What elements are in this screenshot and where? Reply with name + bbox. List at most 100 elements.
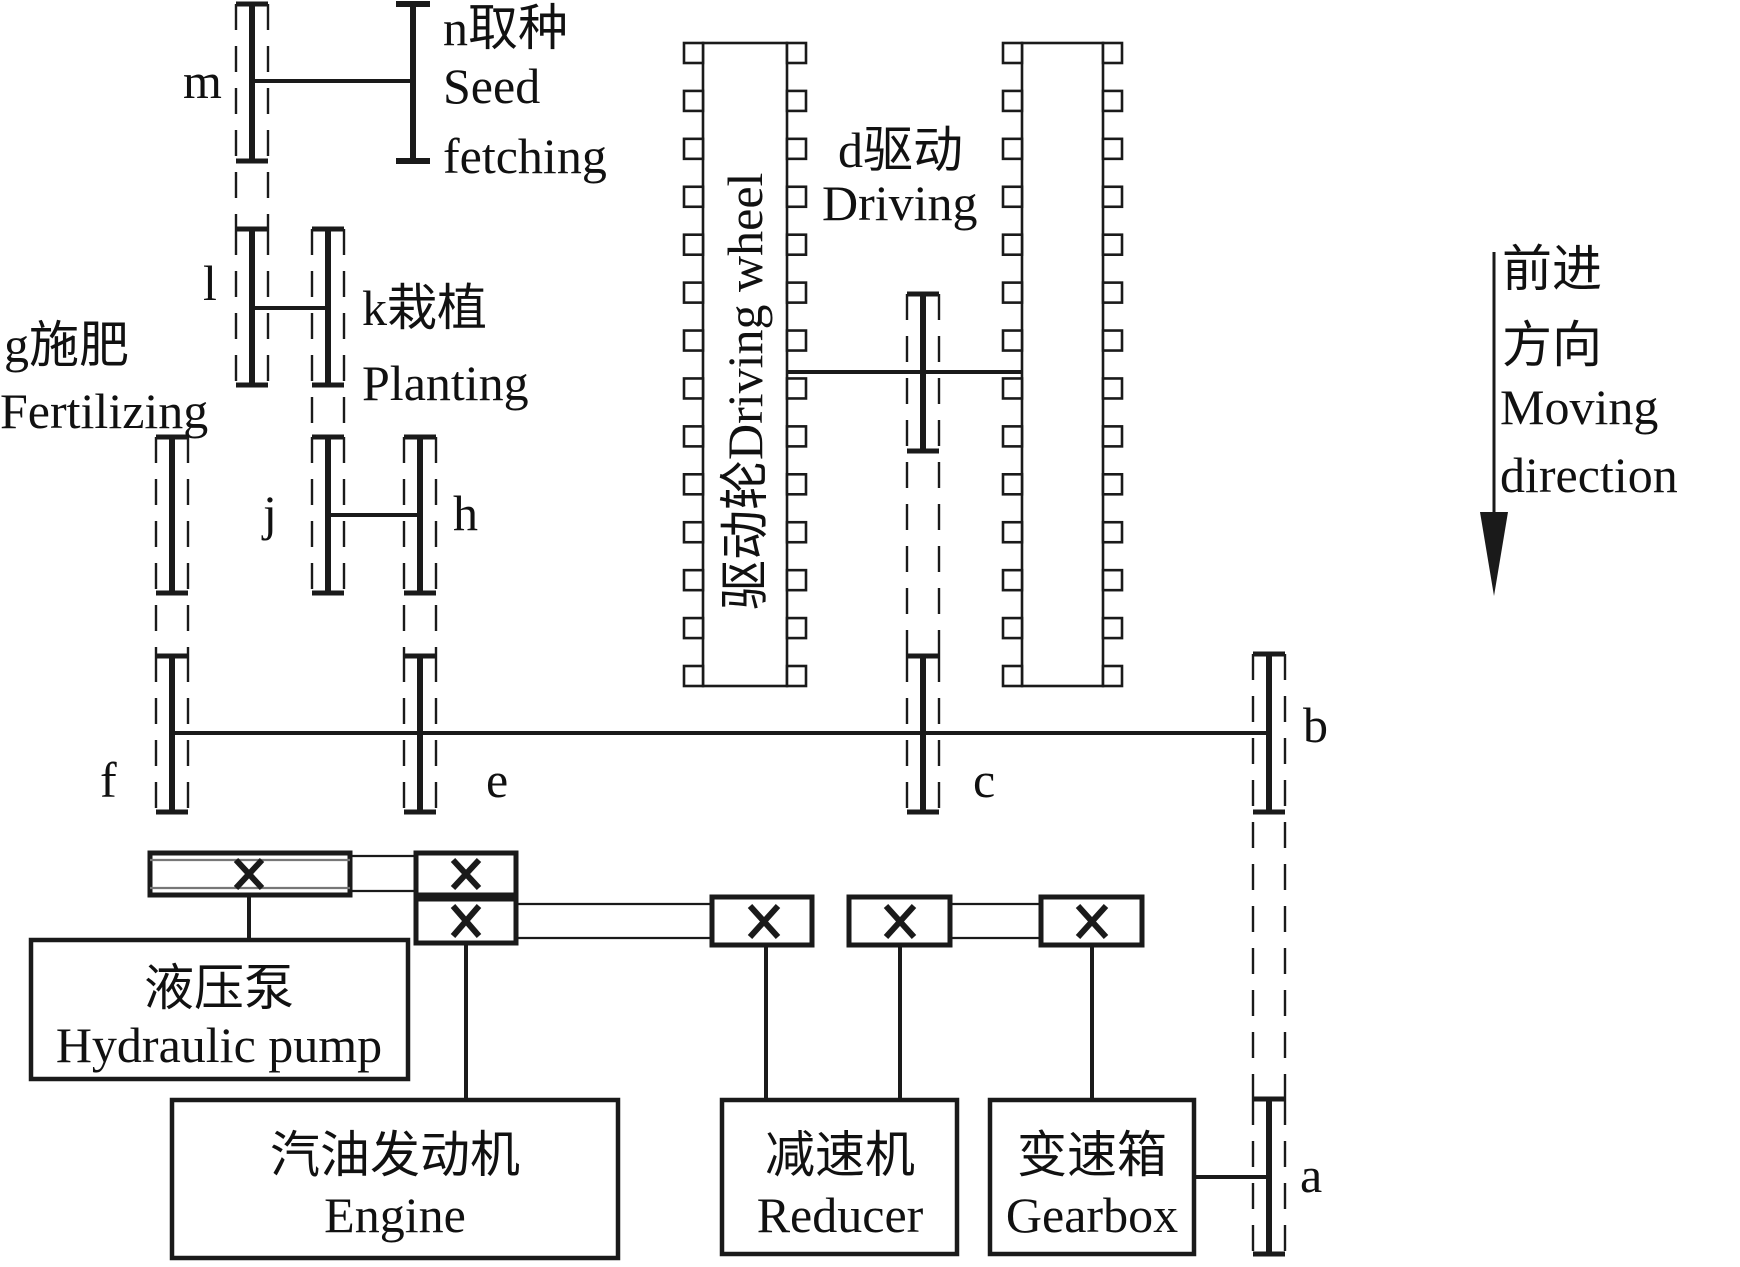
wheel-tooth xyxy=(1001,281,1024,304)
reducer-zh: 减速机 xyxy=(765,1127,915,1183)
wheel-tooth xyxy=(785,137,808,161)
gearbox-en: Gearbox xyxy=(1006,1187,1178,1243)
wheel-tooth xyxy=(682,568,705,592)
wheel-tooth xyxy=(1101,137,1124,161)
wheel-tooth xyxy=(1101,425,1124,448)
wheel-tooth xyxy=(1001,616,1024,640)
wheel-tooth xyxy=(1101,185,1124,209)
gearbox-zh: 变速箱 xyxy=(1017,1127,1167,1183)
wheel-tooth xyxy=(1101,568,1124,592)
hydraulic-pump-box: 液压泵 Hydraulic pump xyxy=(28,937,411,1082)
wheel-tooth xyxy=(1101,89,1124,113)
wheel-tooth xyxy=(1101,281,1124,304)
gear-m xyxy=(234,1,270,232)
moving-direction-en-1: Moving xyxy=(1500,379,1658,435)
gear-label-j: j xyxy=(261,485,277,541)
wheel-body xyxy=(701,41,789,688)
wheel-tooth xyxy=(785,377,808,400)
wheel-tooth xyxy=(1001,329,1024,352)
moving-direction-arrow-icon xyxy=(1480,252,1508,596)
fertilizing-label-zh: g施肥 xyxy=(4,317,129,373)
gearbox-input-pulley xyxy=(1038,894,1145,948)
wheel-tooth xyxy=(682,616,705,640)
wheel-tooth xyxy=(1001,185,1024,209)
gear-label-f: f xyxy=(100,752,117,808)
fertilizing-label-en: Fertilizing xyxy=(0,383,208,439)
gear-k xyxy=(310,226,346,440)
wheel-tooth xyxy=(682,473,705,496)
reducer-output-pulley xyxy=(846,894,953,948)
wheel-tooth xyxy=(1001,377,1024,400)
driving-wheel-label: 驱动轮Driving wheel xyxy=(717,173,773,610)
wheel-tooth xyxy=(682,41,705,65)
gear-label-a: a xyxy=(1300,1147,1322,1203)
wheel-tooth xyxy=(785,185,808,209)
gear-label-c: c xyxy=(973,752,995,808)
wheel-tooth xyxy=(682,520,705,544)
wheel-tooth xyxy=(785,41,808,65)
wheel-tooth xyxy=(682,137,705,161)
wheel-tooth xyxy=(682,281,705,304)
planting-label-zh: k栽植 xyxy=(362,280,487,336)
engine-en: Engine xyxy=(324,1187,466,1243)
seed-fetching-label-en-1: Seed xyxy=(443,58,540,114)
wheel-tooth xyxy=(1101,520,1124,544)
gear-group xyxy=(154,1,1287,1257)
wheel-tooth xyxy=(1001,137,1024,161)
seed-fetching-label-en-2: fetching xyxy=(443,128,607,184)
wheel-tooth xyxy=(1101,473,1124,496)
driving-wheel-right xyxy=(1001,41,1124,688)
wheel-tooth xyxy=(785,473,808,496)
wheel-tooth xyxy=(1001,520,1024,544)
wheel-tooth xyxy=(785,89,808,113)
wheel-tooth xyxy=(682,329,705,352)
wheel-tooth xyxy=(1001,233,1024,256)
engine-pulley-upper xyxy=(413,850,519,898)
wheel-tooth xyxy=(682,89,705,113)
engine-box: 汽油发动机 Engine xyxy=(169,1097,621,1261)
wheel-tooth xyxy=(682,185,705,209)
wheel-tooth xyxy=(1001,568,1024,592)
wheel-tooth xyxy=(682,664,705,688)
wheel-tooth xyxy=(682,377,705,400)
driving-wheel-left xyxy=(682,41,808,688)
wheel-tooth xyxy=(1001,425,1024,448)
wheel-tooth xyxy=(1101,616,1124,640)
reducer-box: 减速机 Reducer xyxy=(719,1097,960,1257)
wheel-tooth xyxy=(1001,41,1024,65)
reducer-en: Reducer xyxy=(757,1187,924,1243)
pump-pulley xyxy=(147,850,353,898)
wheel-tooth xyxy=(1001,89,1024,113)
planting-label-en: Planting xyxy=(362,355,529,411)
hydraulic-pump-zh: 液压泵 xyxy=(144,960,294,1016)
gear-label-e: e xyxy=(486,752,508,808)
engine-zh: 汽油发动机 xyxy=(270,1127,520,1183)
gear-h xyxy=(402,434,438,659)
wheel-tooth xyxy=(1101,41,1124,65)
wheel-tooth xyxy=(1101,329,1124,352)
seed-fetching-label-zh: n取种 xyxy=(443,0,568,56)
wheel-tooth xyxy=(1101,233,1124,256)
wheel-tooth xyxy=(1001,473,1024,496)
wheel-tooth xyxy=(682,233,705,256)
gear-label-b: b xyxy=(1303,697,1328,753)
wheel-tooth xyxy=(785,616,808,640)
moving-direction-zh-2: 方向 xyxy=(1502,317,1602,373)
moving-direction-en-2: direction xyxy=(1500,447,1678,503)
wheel-body xyxy=(1020,41,1105,688)
gear-label-l: l xyxy=(203,255,217,311)
wheel-tooth xyxy=(785,329,808,352)
gear-label-m: m xyxy=(183,53,222,109)
driving-label-en: Driving xyxy=(822,175,978,231)
gear-label-h: h xyxy=(453,485,478,541)
wheel-tooth xyxy=(785,425,808,448)
wheel-tooth xyxy=(785,520,808,544)
wheel-tooth xyxy=(785,664,808,688)
engine-pulley-lower xyxy=(413,896,519,946)
wheel-tooth xyxy=(1101,664,1124,688)
driving-label-zh: d驱动 xyxy=(838,122,963,178)
wheel-tooth xyxy=(682,425,705,448)
wheel-tooth xyxy=(785,233,808,256)
wheel-tooth xyxy=(1001,664,1024,688)
